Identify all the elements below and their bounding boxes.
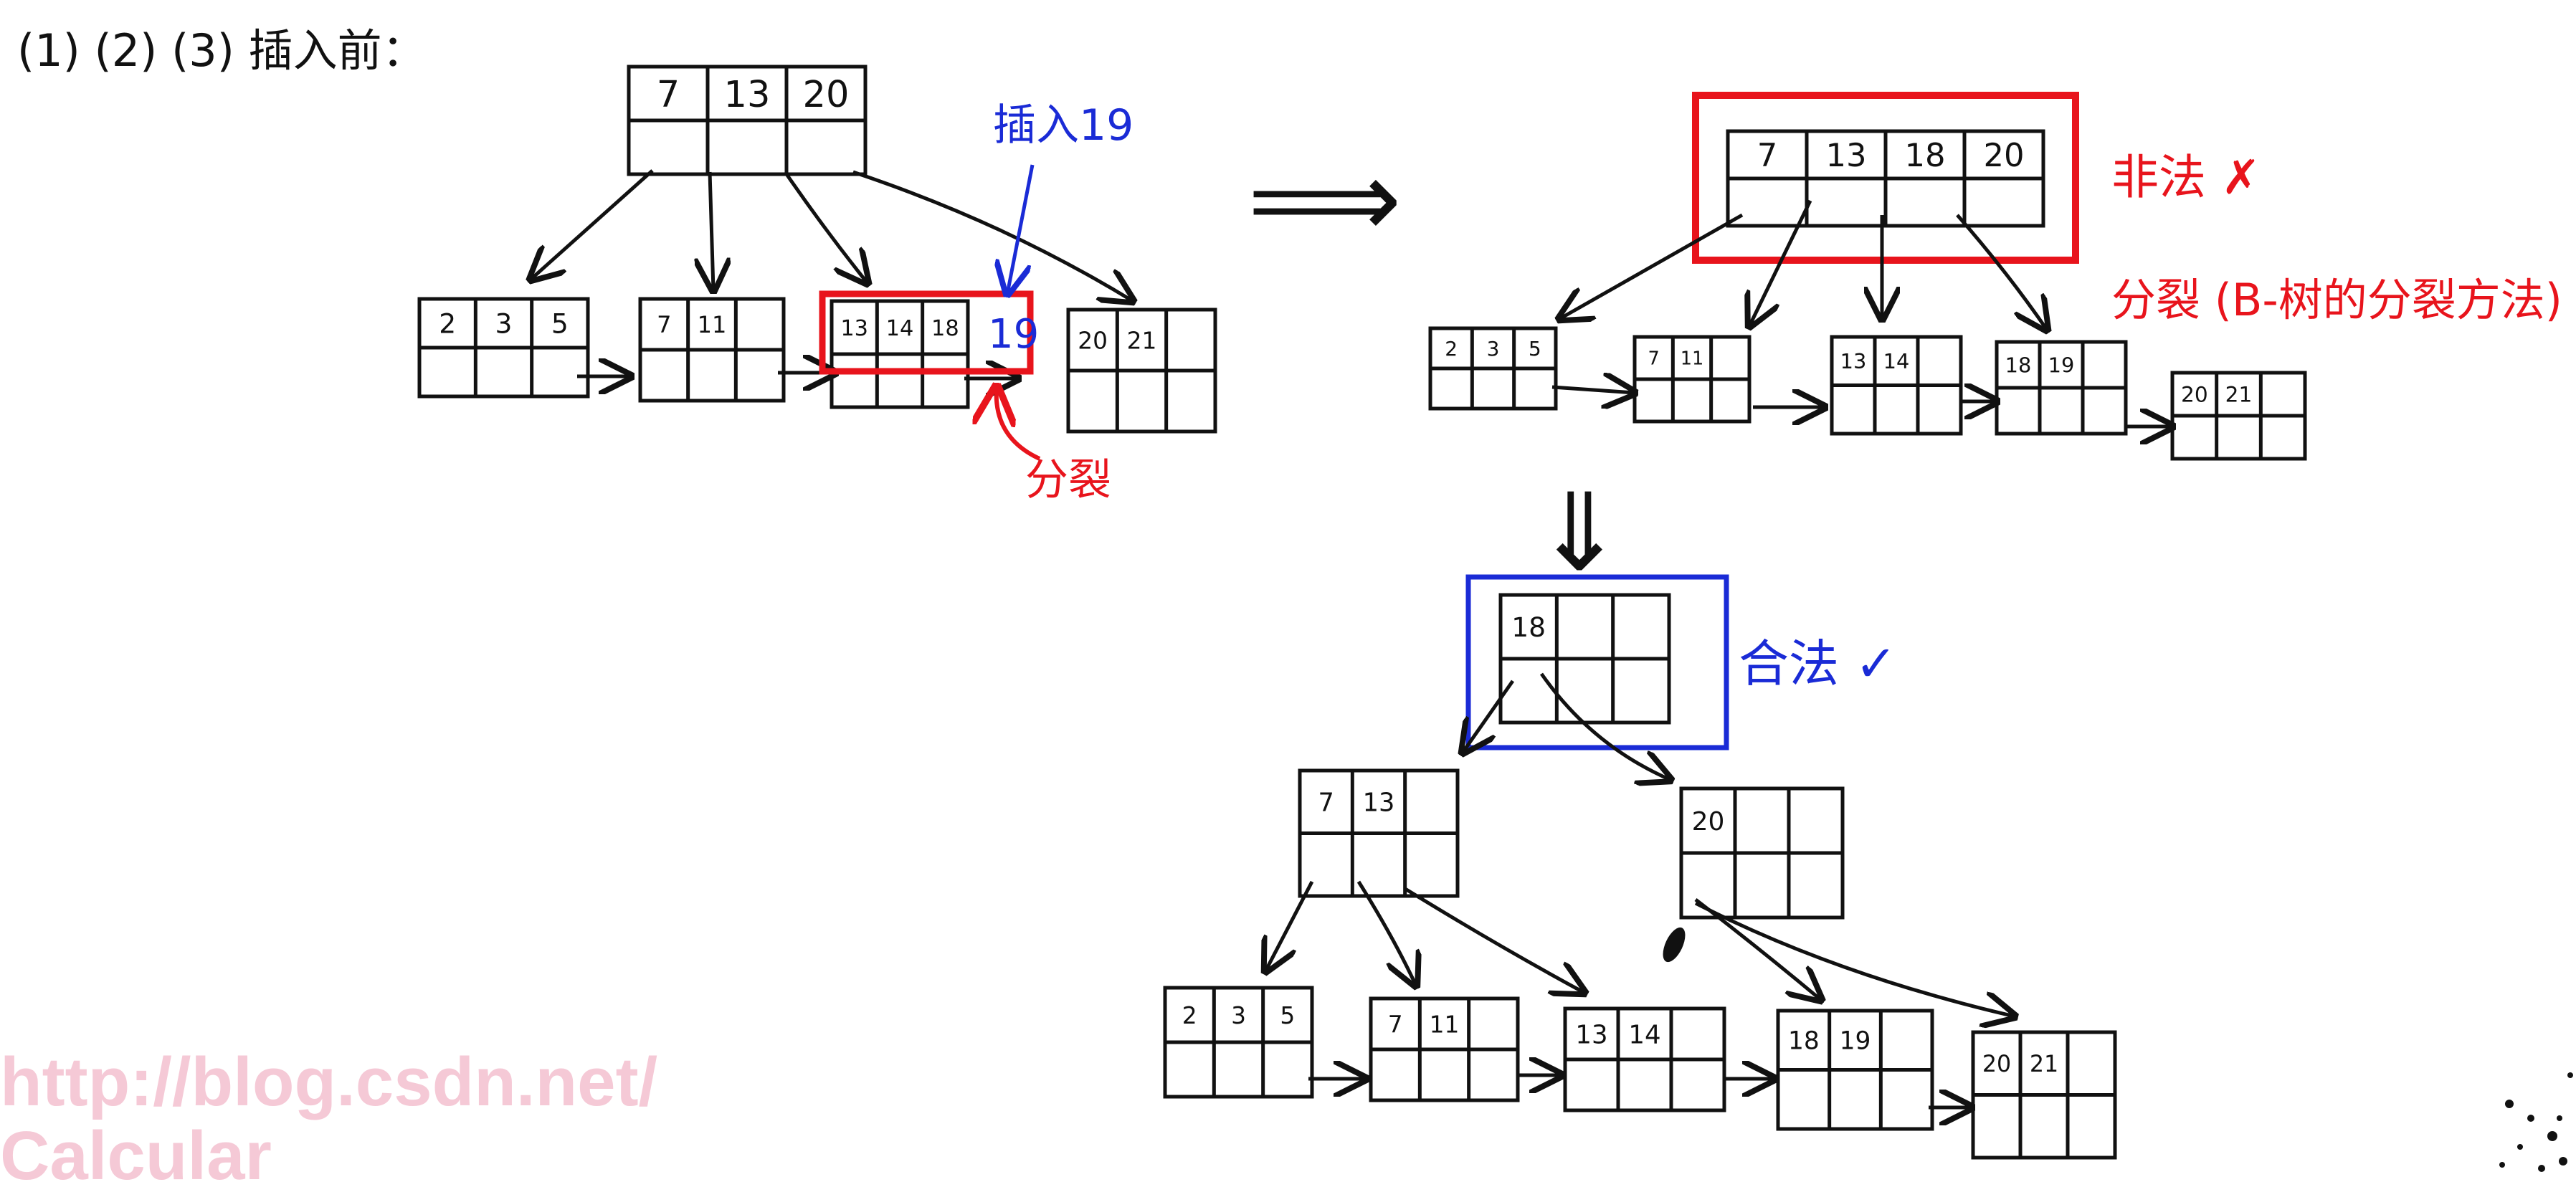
edge-root-leaf1: [531, 169, 654, 280]
edge-root-leaf4: [852, 170, 1133, 301]
node-internal-7-13: 7 13: [1298, 768, 1460, 898]
node-root-legal: 18: [1498, 593, 1671, 725]
node-key: 21: [1127, 327, 1157, 354]
edge-m1-leaf2: [1356, 880, 1416, 986]
edge-root-leaf3: [783, 171, 868, 283]
node-key: 3: [1231, 1002, 1246, 1029]
node-key: 5: [1280, 1002, 1295, 1029]
watermark-url: http://blog.csdn.net/: [0, 1044, 657, 1120]
node-key: 11: [1430, 1011, 1460, 1038]
edge-root-leaf2: [710, 171, 713, 290]
edge-root-leaf4: [1956, 214, 2047, 330]
node-key: 13: [1840, 349, 1867, 373]
legal-annotation: 合法 ✓: [1739, 634, 1897, 693]
node-key: 13: [1363, 788, 1395, 817]
node-key: 2: [1182, 1002, 1197, 1029]
node-leaf-7-11: 7 11: [1632, 335, 1752, 424]
node-key: 20: [1692, 807, 1725, 837]
inserted-key-19: 19: [988, 311, 1039, 358]
split-arrow: [997, 387, 1041, 461]
chain-leaf1-leaf2: [1551, 387, 1635, 393]
node-key: 11: [698, 311, 727, 338]
node-root-illegal: 7 13 18 20: [1726, 129, 2045, 228]
insert-annotation: 插入19: [993, 100, 1133, 151]
legal-highlight: [1465, 574, 1729, 750]
node-leaf-2-3-5: 2 3 5: [417, 297, 590, 399]
edge-root-leaf1: [1559, 213, 1744, 319]
node-leaf-13-14: 13 14: [1563, 1006, 1726, 1112]
node-key: 13: [840, 316, 868, 341]
node-key: 3: [495, 308, 513, 340]
node-key: 20: [1982, 1052, 2011, 1077]
node-key: 18: [931, 316, 959, 341]
watermark-author: Calcular: [0, 1117, 272, 1182]
node-key: 13: [724, 74, 771, 116]
node-key: 2: [439, 308, 456, 340]
node-key: 7: [1388, 1011, 1403, 1038]
edge-root-leaf2: [1749, 199, 1812, 326]
node-leaf-7-11: 7 11: [638, 297, 786, 403]
split-method-annotation: 分裂 (B-树的分裂方法): [2111, 274, 2562, 326]
node-leaf-7-11: 7 11: [1369, 996, 1520, 1102]
node-key: 19: [2048, 353, 2075, 377]
ink-blot: [1663, 927, 1686, 963]
edge-m2-leaf5: [1694, 901, 2015, 1016]
node-key: 20: [2181, 383, 2208, 407]
watermark: http://blog.csdn.net/ Calcular: [0, 1044, 657, 1182]
edge-root-m1: [1463, 680, 1515, 753]
node-key: 20: [1983, 136, 2024, 174]
node-key: 11: [1681, 348, 1704, 370]
node-key: 20: [803, 74, 850, 116]
node-key: 14: [1883, 349, 1910, 373]
edge-m1-leaf1: [1265, 880, 1314, 971]
node-key: 18: [2005, 353, 2032, 377]
node-key: 20: [1078, 327, 1108, 354]
edge-root-m2: [1539, 672, 1670, 780]
node-key: 7: [1757, 136, 1778, 174]
insert-arrow: [1007, 164, 1035, 294]
node-leaf-13-14: 13 14: [1830, 335, 1963, 436]
node-key: 14: [886, 316, 914, 341]
node-key: 18: [1511, 611, 1546, 643]
node-key: 21: [2225, 383, 2253, 407]
node-key: 18: [1904, 136, 1945, 174]
double-arrow-right-icon: ⟹: [1247, 138, 1402, 262]
node-key: 19: [1840, 1027, 1871, 1056]
node-key: 2: [1445, 337, 1458, 361]
node-key: 7: [657, 311, 671, 338]
illegal-highlight: [1692, 92, 2079, 264]
node-root-before: 7 13 20: [627, 65, 868, 176]
scan-noise: [2499, 1072, 2573, 1172]
node-key: 13: [1575, 1020, 1607, 1049]
node-key: 13: [1825, 136, 1866, 174]
split-annotation: 分裂: [1025, 455, 1111, 505]
edge-m1-leaf3: [1404, 887, 1584, 993]
node-key: 5: [1529, 337, 1541, 361]
overflow-highlight: [819, 290, 1034, 375]
node-key: 18: [1788, 1027, 1820, 1056]
illegal-annotation: 非法 ✗: [2111, 150, 2261, 205]
node-key: 7: [1318, 788, 1334, 817]
node-leaf-2-3-5: 2 3 5: [1428, 326, 1558, 411]
node-key: 3: [1487, 337, 1500, 361]
node-key: 5: [551, 308, 569, 340]
node-key: 21: [2030, 1052, 2058, 1077]
node-key: 14: [1628, 1020, 1660, 1049]
node-key: 7: [1648, 348, 1660, 370]
node-leaf-2-3-5: 2 3 5: [1163, 986, 1314, 1099]
node-leaf-13-14-18: 13 14 18: [830, 299, 970, 409]
page-title: (1) (2) (3) 插入前：: [17, 24, 427, 77]
node-internal-20: 20: [1679, 786, 1845, 920]
node-key: 7: [657, 74, 680, 116]
